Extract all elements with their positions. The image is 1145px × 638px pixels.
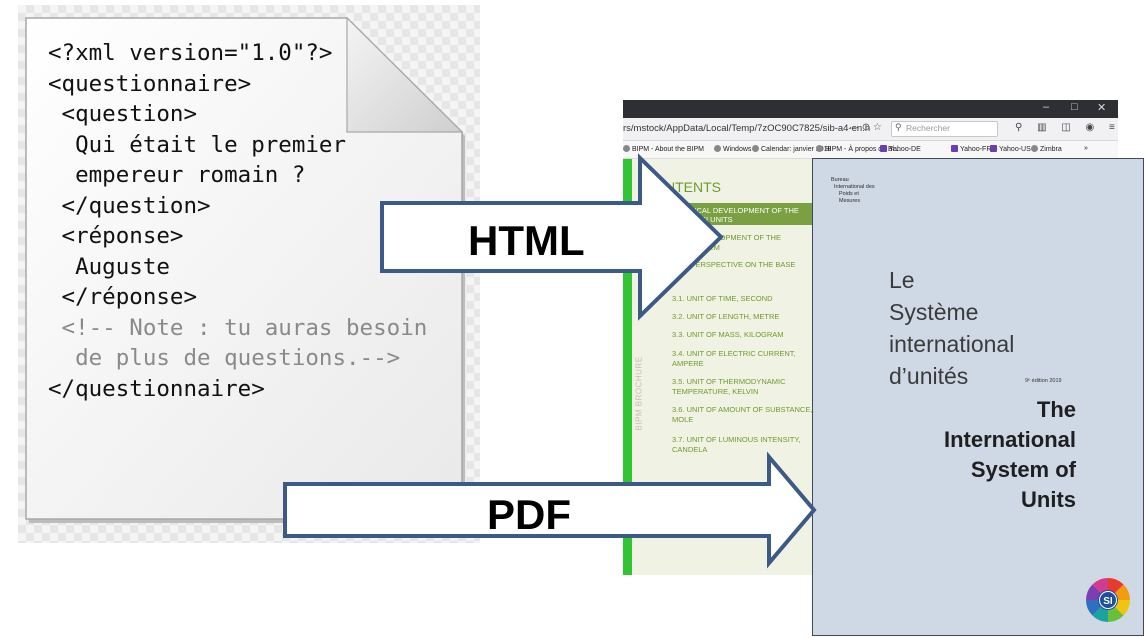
toc-subitem-line: 3.3. UNIT OF MASS, KILOGRAM (672, 330, 784, 339)
globe-icon (1031, 145, 1038, 152)
bipm-line: Bureau (831, 177, 849, 183)
search-icon: ⚲ (895, 122, 902, 132)
yahoo-icon (951, 145, 958, 152)
pdf-arrow-label: PDF (487, 491, 571, 538)
toc-subitem[interactable]: 3.6. UNIT OF AMOUNT OF SUBSTANCE,MOLE (672, 405, 812, 424)
yahoo-icon (990, 145, 997, 152)
french-title-line: Système (889, 299, 979, 325)
bookmark-label: BIPM - About the BIPM (632, 146, 704, 153)
english-title-line: International (943, 427, 1076, 452)
yahoo-icon (880, 145, 887, 152)
bookmark-item[interactable]: Calendar: janvier 2018 (752, 145, 831, 153)
toc-subitem-line: 3.4. UNIT OF ELECTRIC CURRENT, (672, 349, 796, 358)
bookmark-item[interactable]: Yahoo-DE (880, 145, 921, 153)
xml-code-line: <question> (48, 101, 198, 127)
xml-code-listing: <?xml version="1.0"?> <questionnaire> <qu… (48, 38, 427, 404)
xml-code-line: <questionnaire> (48, 70, 252, 97)
toc-subitem[interactable]: 3.1. UNIT OF TIME, SECOND (672, 294, 773, 304)
french-title-line: d’unités (889, 363, 969, 389)
bipm-line: Poids et (839, 191, 859, 197)
bookmark-label: Yahoo-FR (960, 146, 992, 153)
globe-icon (816, 145, 823, 152)
xml-code-line: </réponse> (48, 284, 198, 310)
maximize-icon[interactable]: □ (1071, 101, 1078, 113)
toc-highlight-line: RICAL DEVELOPMENT OF THE (689, 206, 799, 215)
close-icon[interactable]: ✕ (1097, 102, 1107, 114)
browser-titlebar: – □ ✕ (623, 100, 1118, 118)
address-toolbar: rs/mstock/AppData/Local/Temp/7zOC90C7825… (623, 118, 1118, 141)
globe-icon (752, 145, 759, 152)
pdf-arrow-icon (283, 451, 817, 569)
toc-subitem-line: AMPERE (672, 358, 704, 368)
xml-code-line: <réponse> (48, 223, 184, 249)
bookmark-item[interactable]: BIPM - À propos du Bi... (816, 145, 900, 153)
french-title-line: Le (889, 267, 915, 293)
toc-subitem[interactable]: 3.4. UNIT OF ELECTRIC CURRENT,AMPERE (672, 349, 796, 368)
toc-highlight-line: SI UNITS (701, 215, 733, 224)
english-title-line: Units (1021, 487, 1076, 512)
search-placeholder: Rechercher (906, 123, 950, 133)
toc-subitem[interactable]: 3.7. UNIT OF LUMINOUS INTENSITY,CANDELA (672, 435, 801, 454)
bookmark-item[interactable]: Zimbra (1031, 145, 1062, 153)
xml-comment-line: <!-- Note : tu auras besoin (48, 314, 428, 341)
xml-code-line: <?xml version="1.0"?> (48, 40, 333, 66)
bookmark-item[interactable]: Yahoo-US (990, 145, 1031, 153)
bookmark-label: Yahoo-DE (889, 146, 921, 153)
bookmark-item[interactable]: Yahoo-FR (951, 145, 991, 153)
green-sidebar-strip (623, 159, 632, 575)
brochure-vertical-label: BIPM BROCHURE (634, 356, 644, 431)
bookmark-label: BIPM - À propos du Bi... (825, 146, 901, 153)
url-field[interactable]: rs/mstock/AppData/Local/Temp/7zOC90C7825… (623, 123, 871, 134)
xml-code-line: Auguste (48, 253, 170, 280)
globe-icon (623, 145, 630, 152)
bookmark-label: Zimbra (1040, 146, 1062, 153)
french-title-line: international (889, 331, 1015, 357)
english-title-line: The (1036, 397, 1076, 422)
bookmark-label: Yahoo-US (999, 146, 1031, 153)
search-input[interactable]: ⚲ Rechercher (891, 121, 998, 137)
bipm-line: Mesures (839, 198, 861, 204)
toc-item-line: L DEVELOPMENT OF THE (689, 233, 781, 242)
page-action-icons[interactable]: ··· ⊙ ☆ (849, 122, 882, 133)
edition-label: 9ᵉ édition 2019 (1025, 378, 1062, 384)
xml-document-icon (25, 16, 465, 523)
bookmark-label: Windows (723, 146, 752, 153)
si-logo-icon: SI (1086, 578, 1130, 622)
bipm-line: International des (834, 184, 875, 190)
toc-subitem-line: 3.5. UNIT OF THERMODYNAMIC (672, 377, 786, 386)
toc-subitem-line: TEMPERATURE, KELVIN (672, 386, 759, 396)
xml-code-line: Qui était le premier (48, 131, 347, 158)
minimize-icon[interactable]: – (1043, 101, 1050, 113)
bookmark-label: Calendar: janvier 2018 (761, 146, 832, 153)
toc-subitem-line: CANDELA (672, 444, 708, 454)
bookmark-label: » (1084, 145, 1088, 152)
toc-subitem-line: 3.7. UNIT OF LUMINOUS INTENSITY, (672, 435, 801, 444)
si-logo-text: SI (1103, 596, 1113, 607)
bookmark-item[interactable]: BIPM - About the BIPM (623, 145, 704, 153)
toc-item-line: ICAL PERSPECTIVE ON THE BASE (672, 260, 796, 269)
toc-subitem-line: MOLE (672, 414, 694, 424)
toolbar-icons[interactable]: ⚲ ▥ ◫ ◉ ≡ (1015, 122, 1118, 133)
html-arrow-icon (380, 153, 724, 321)
toc-subitem[interactable]: 3.2. UNIT OF LENGTH, METRE (672, 312, 779, 322)
xml-comment-line: de plus de questions.--> (48, 345, 401, 371)
html-arrow-label: HTML (468, 217, 585, 264)
toc-subitem-line: 3.6. UNIT OF AMOUNT OF SUBSTANCE, (672, 405, 813, 414)
toc-subitem-line: 3.2. UNIT OF LENGTH, METRE (672, 312, 780, 321)
xml-code-line: </questionnaire> (48, 375, 265, 402)
bookmark-item[interactable]: Windows (714, 145, 751, 153)
xml-code-line: </question> (48, 192, 211, 219)
toc-subitem[interactable]: 3.3. UNIT OF MASS, KILOGRAM (672, 330, 784, 340)
xml-code-line: empereur romain ? (48, 162, 306, 188)
toc-subitem-line: 3.1. UNIT OF TIME, SECOND (672, 294, 773, 303)
english-title-line: System of (970, 457, 1076, 482)
bookmark-item[interactable]: » (1084, 145, 1088, 152)
globe-icon (714, 145, 721, 152)
